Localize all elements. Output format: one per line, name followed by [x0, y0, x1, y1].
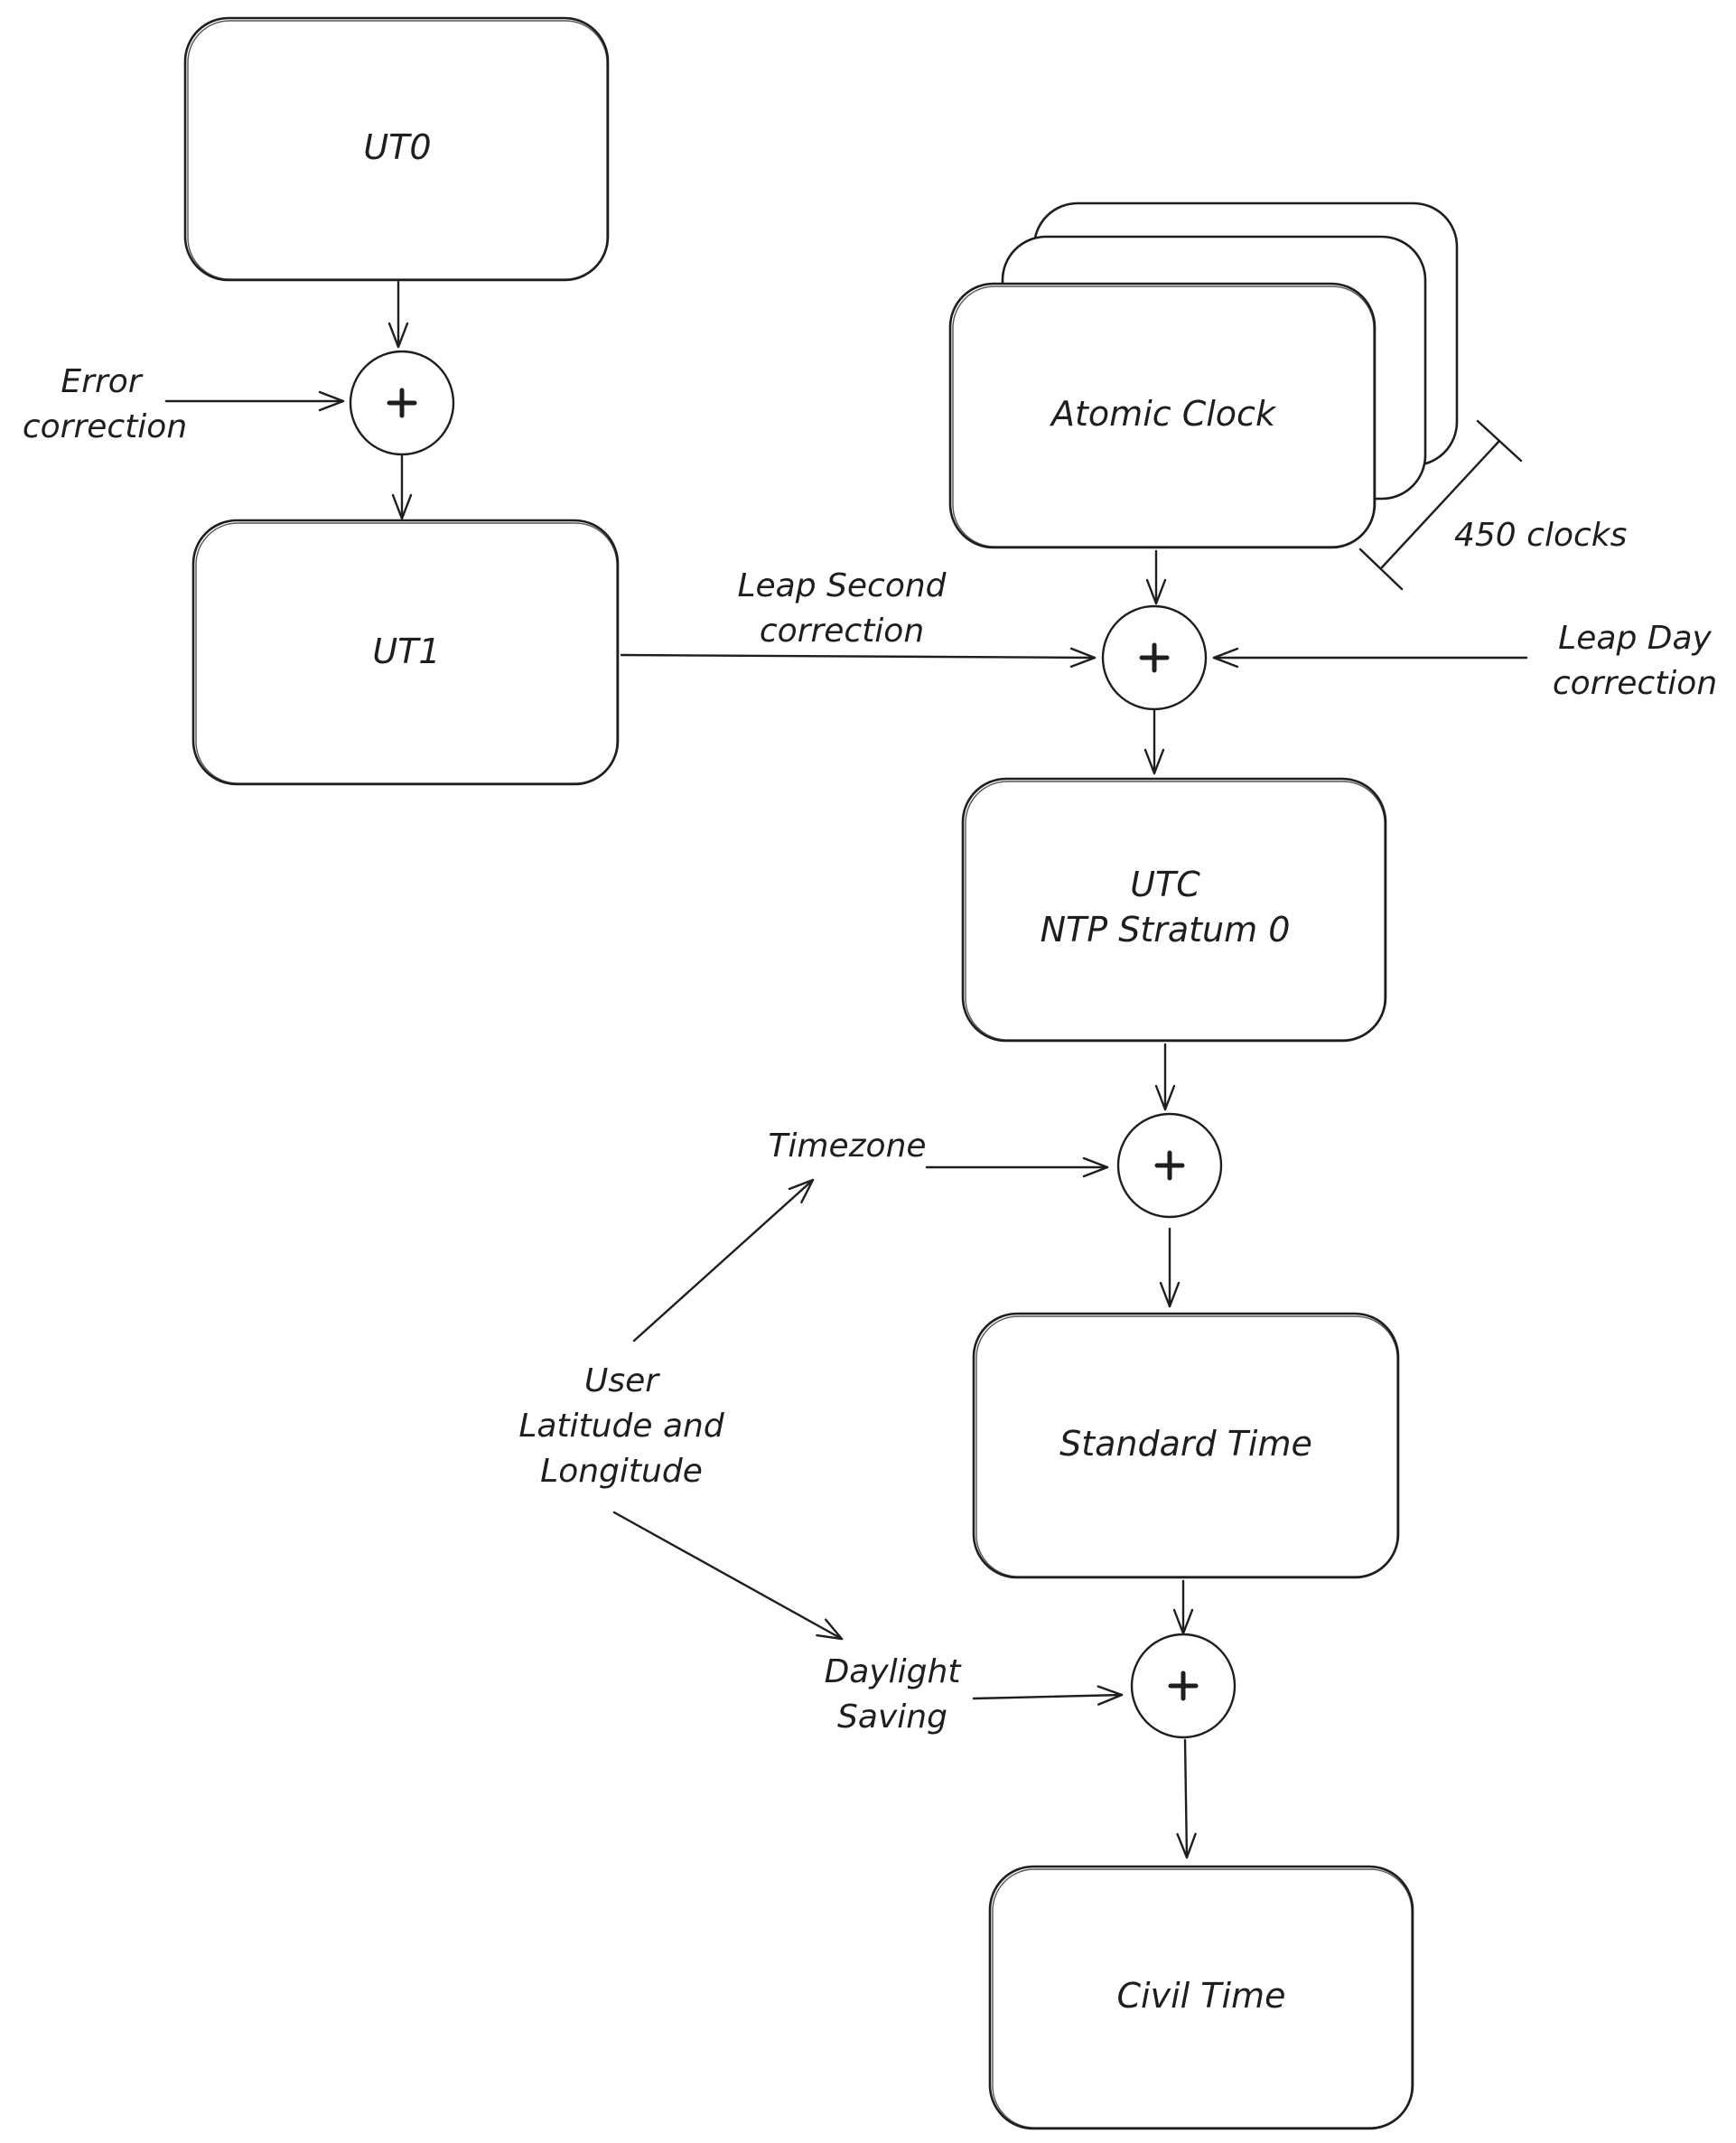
user-label-line2: Latitude and — [518, 1408, 724, 1445]
ut0-node: UT0 — [183, 16, 610, 282]
error-correction-label-line1: Error — [61, 363, 143, 400]
atomic-clock-node: Atomic Clock — [948, 201, 1459, 549]
arrow-sum4-to-civil — [1176, 1738, 1197, 1859]
plus-icon — [1154, 1150, 1185, 1181]
arrow-daylight-saving — [972, 1685, 1124, 1706]
timezone-label: Timezone — [768, 1128, 926, 1165]
utc-label-line1: UTC — [1130, 865, 1200, 904]
arrow-leap-second — [620, 647, 1097, 669]
standard-time-label: Standard Time — [1059, 1424, 1312, 1464]
leap-day-label-line1: Leap Day — [1558, 620, 1712, 657]
leap-day-label-line2: correction — [1553, 665, 1717, 702]
civil-time-node: Civil Time — [988, 1865, 1414, 2130]
plus-icon — [1139, 642, 1170, 673]
leap-second-label-line1: Leap Second — [737, 567, 947, 604]
leap-second-label-line2: correction — [760, 613, 924, 650]
clock-count-dimension — [1358, 419, 1523, 591]
sum-node-error — [349, 350, 455, 456]
ut1-label: UT1 — [372, 632, 440, 671]
user-label-line3: Longitude — [540, 1453, 703, 1490]
civil-time-label: Civil Time — [1117, 1976, 1286, 2016]
daylight-label-line1: Daylight — [825, 1653, 963, 1690]
user-label-line1: User — [584, 1362, 660, 1399]
atomic-clock-stack-front — [948, 282, 1377, 549]
clock-count-label: 450 clocks — [1454, 517, 1627, 554]
plus-icon — [1168, 1670, 1199, 1701]
arrow-user-to-daylight — [612, 1511, 844, 1641]
utc-label-line2: NTP Stratum 0 — [1041, 910, 1291, 950]
error-correction-label-line2: correction — [23, 408, 187, 445]
sum-node-timezone — [1116, 1112, 1223, 1219]
daylight-label-line2: Saving — [837, 1698, 947, 1736]
atomic-clock-label: Atomic Clock — [1049, 394, 1277, 434]
plus-icon — [387, 388, 417, 418]
ut0-label: UT0 — [363, 127, 431, 167]
arrow-user-to-timezone — [632, 1178, 815, 1343]
utc-node: UTC NTP Stratum 0 — [961, 777, 1387, 1043]
ut1-node: UT1 — [191, 519, 620, 786]
standard-time-node: Standard Time — [972, 1312, 1400, 1579]
sum-node-utc — [1101, 604, 1208, 711]
sum-node-daylight — [1130, 1633, 1237, 1739]
